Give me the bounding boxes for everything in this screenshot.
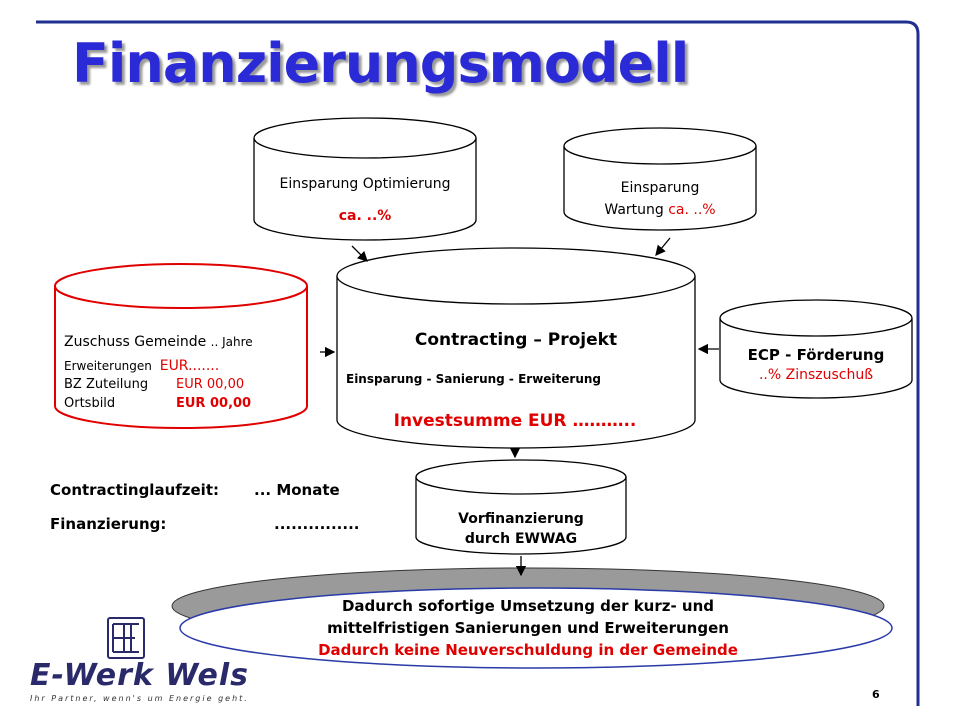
arrow-optimierung-to-contracting — [351, 245, 368, 262]
optimierung-value: ca. ..% — [338, 208, 392, 224]
zuschuss-heading-suffix: .. Jahre — [210, 335, 253, 349]
result-ellipse — [171, 567, 893, 669]
wartung-label-2: Wartung — [604, 202, 664, 218]
zuschuss-row-label: BZ Zuteilung — [64, 377, 149, 392]
zuschuss-row-value: EUR....... — [159, 358, 220, 374]
zuschuss-row: Ortsbild EUR 00,00 — [64, 396, 251, 411]
ellipse-line3: Dadurch keine Neuverschuldung in der Gem… — [318, 641, 738, 659]
finanzierung-value: ............... — [274, 515, 360, 533]
cylinder-zuschuss-gemeinde — [54, 263, 308, 429]
logo-wordmark: E-Werk Wels — [30, 658, 249, 693]
page-number: 6 — [872, 688, 880, 701]
zuschuss-row-value: EUR 00,00 — [176, 396, 252, 411]
laufzeit-label: Contractinglaufzeit: — [50, 481, 219, 499]
vorfinanzierung-line1: Vorfinanzierung — [458, 511, 584, 527]
zuschuss-row: BZ Zuteilung EUR 00,00 — [64, 377, 244, 392]
slide-frame — [36, 20, 920, 706]
cylinder-contracting-projekt — [336, 247, 696, 449]
optimierung-label: Einsparung Optimierung — [279, 176, 451, 192]
ecp-heading: ECP - Förderung — [747, 346, 885, 364]
vorfinanzierung-line2: durch EWWAG — [464, 531, 578, 547]
ecp-value: ..% Zinszuschuß — [758, 367, 874, 383]
zuschuss-row-value: EUR 00,00 — [176, 377, 245, 392]
wartung-label: Einsparung — [620, 180, 700, 196]
cylinder-vorfinanzierung — [415, 459, 627, 555]
cylinder-optimierung — [253, 117, 477, 241]
zuschuss-row-label: Erweiterungen — [64, 359, 152, 373]
zuschuss-row: Erweiterungen EUR....... — [64, 358, 219, 374]
investsumme: Investsumme EUR ……….. — [393, 411, 637, 431]
logo-mark-icon — [107, 617, 145, 659]
wartung-value: ca. ..% — [668, 202, 716, 218]
cylinder-ecp-foerderung — [719, 299, 913, 399]
ellipse-line1: Dadurch sofortige Umsetzung der kurz- un… — [341, 597, 715, 615]
zuschuss-heading-row: Zuschuss Gemeinde .. Jahre — [64, 334, 253, 350]
wartung-row: Wartung ca. ..% — [604, 202, 715, 218]
laufzeit-value: ... Monate — [254, 481, 340, 499]
zuschuss-row-label: Ortsbild — [64, 396, 116, 411]
cylinder-wartung — [563, 127, 757, 231]
zuschuss-heading: Zuschuss Gemeinde — [64, 334, 207, 350]
arrow-wartung-to-contracting — [655, 237, 671, 257]
finanzierung-label: Finanzierung: — [50, 515, 167, 533]
contracting-heading: Contracting – Projekt — [414, 330, 618, 350]
page-title: Finanzierungsmodell — [72, 32, 689, 95]
contracting-subtitle: Einsparung - Sanierung - Erweiterung — [346, 372, 601, 386]
ellipse-line2: mittelfristigen Sanierungen und Erweiter… — [327, 619, 729, 637]
logo-tagline: Ihr Partner, wenn's um Energie geht. — [30, 694, 249, 703]
